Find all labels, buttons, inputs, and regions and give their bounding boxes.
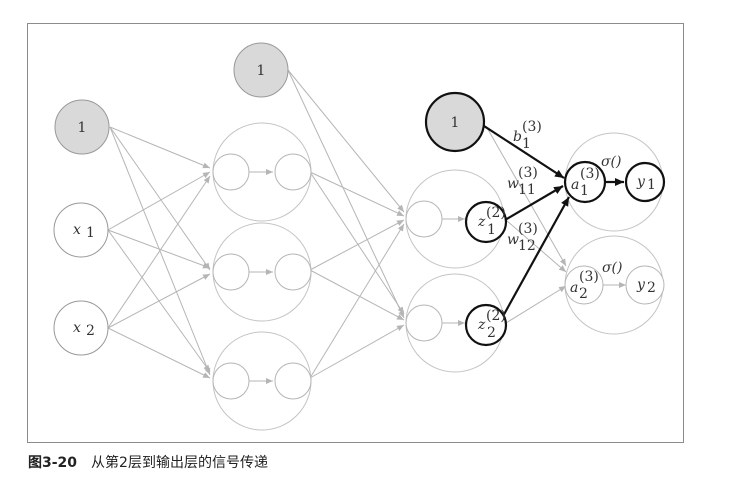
y2-node [625, 265, 665, 305]
w11-weight-superscript: (3) [518, 165, 538, 181]
z1-superscript: (2) [486, 205, 506, 221]
y2-subscript: 2 [647, 280, 656, 296]
y1-subscript: 1 [647, 177, 656, 193]
w11-weight-label: w [507, 176, 519, 192]
z2-node [464, 303, 508, 347]
bias-node-layer2-label: 1 [451, 115, 460, 131]
x1-label: x [73, 222, 81, 238]
inner-unit-arrows [249, 169, 626, 384]
b1-weight-subscript: 1 [522, 136, 531, 152]
y2-label: y [636, 277, 646, 293]
a1-subscript: 1 [580, 183, 589, 199]
a1-node [563, 160, 607, 204]
figure-caption-text: 从第2层到输出层的信号传递 [91, 455, 268, 471]
inner-units [212, 153, 443, 400]
x2-subscript: 2 [86, 323, 95, 339]
z1-label: z [477, 214, 486, 230]
w12-weight-subscript: 12 [518, 238, 536, 254]
a2-subscript: 2 [579, 286, 588, 302]
z2-superscript: (2) [486, 308, 506, 324]
bias-node-layer1 [233, 42, 289, 98]
edges-layer2-to-output-gray [485, 125, 567, 324]
w12-weight-label: w [507, 232, 519, 248]
bias-node-input [54, 99, 110, 155]
a1-label: a [571, 177, 579, 193]
w12-weight-superscript: (3) [518, 221, 538, 237]
z1-node [464, 200, 508, 244]
bias-node-layer2 [424, 91, 486, 153]
x1-subscript: 1 [86, 225, 95, 241]
figure-number: 图3-20 [28, 455, 78, 471]
y1-node [624, 161, 666, 203]
b1-weight-label: b [513, 129, 522, 145]
a2-superscript: (3) [579, 269, 599, 285]
a2-node [564, 265, 604, 305]
x2-node [53, 300, 109, 356]
figure-caption: 图3-20 从第2层到输出层的信号传递 [28, 452, 268, 472]
y1-label: y [636, 174, 646, 190]
figure-frame [27, 23, 684, 443]
edges-highlighted [483, 125, 624, 319]
bias-node-layer1-label: 1 [257, 63, 266, 79]
bias-node-input-label: 1 [78, 120, 87, 136]
sigma-label-2: σ() [602, 260, 622, 276]
z2-subscript: 2 [487, 325, 496, 341]
z1-subscript: 1 [487, 222, 496, 238]
z2-label: z [477, 317, 486, 333]
a1-superscript: (3) [580, 166, 600, 182]
x1-node [53, 202, 109, 258]
a2-label: a [570, 280, 578, 296]
edges-layer1-to-layer2 [287, 69, 405, 379]
edges-input-to-layer1 [107, 126, 211, 379]
sigma-label-1: σ() [601, 154, 621, 170]
w11-weight-subscript: 11 [518, 182, 536, 198]
b1-weight-superscript: (3) [522, 119, 542, 135]
x2-label: x [73, 320, 81, 336]
